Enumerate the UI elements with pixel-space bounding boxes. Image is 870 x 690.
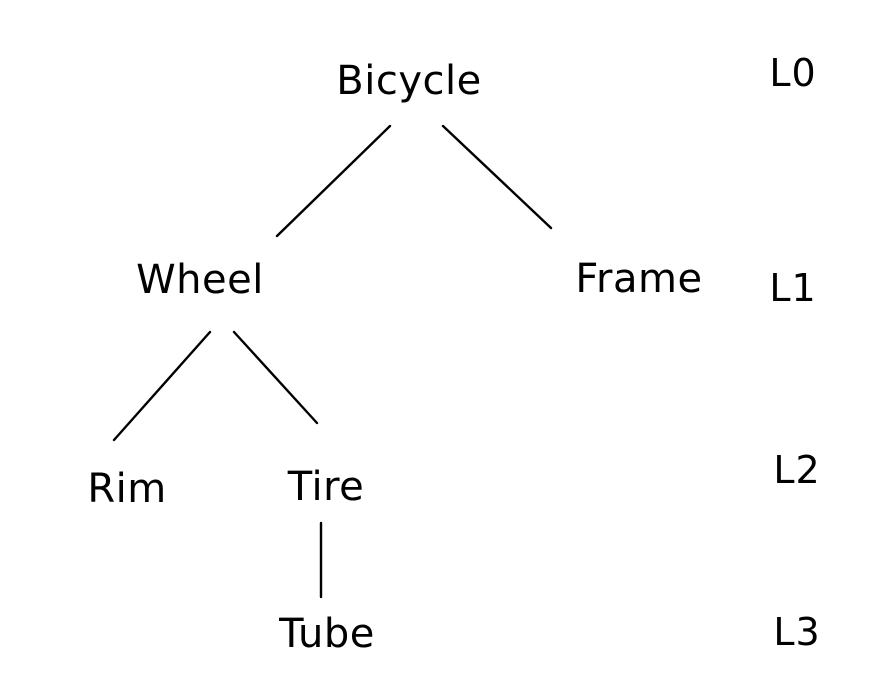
tree-node-wheel: Wheel xyxy=(136,257,264,303)
tree-node-frame: Frame xyxy=(575,256,703,302)
edge-bicycle-frame xyxy=(441,124,553,230)
tree-node-tire: Tire xyxy=(287,464,365,510)
level-label-l2: L2 xyxy=(773,448,821,492)
level-label-l3: L3 xyxy=(773,610,821,654)
edge-bicycle-wheel xyxy=(275,124,392,238)
tree-node-rim: Rim xyxy=(87,466,167,512)
level-label-l0: L0 xyxy=(769,51,817,95)
tree-node-tube: Tube xyxy=(279,611,375,657)
edge-wheel-tire xyxy=(232,330,319,425)
edge-wheel-rim xyxy=(112,330,212,442)
tree-node-bicycle: Bicycle xyxy=(336,58,482,104)
level-label-l1: L1 xyxy=(769,266,817,310)
